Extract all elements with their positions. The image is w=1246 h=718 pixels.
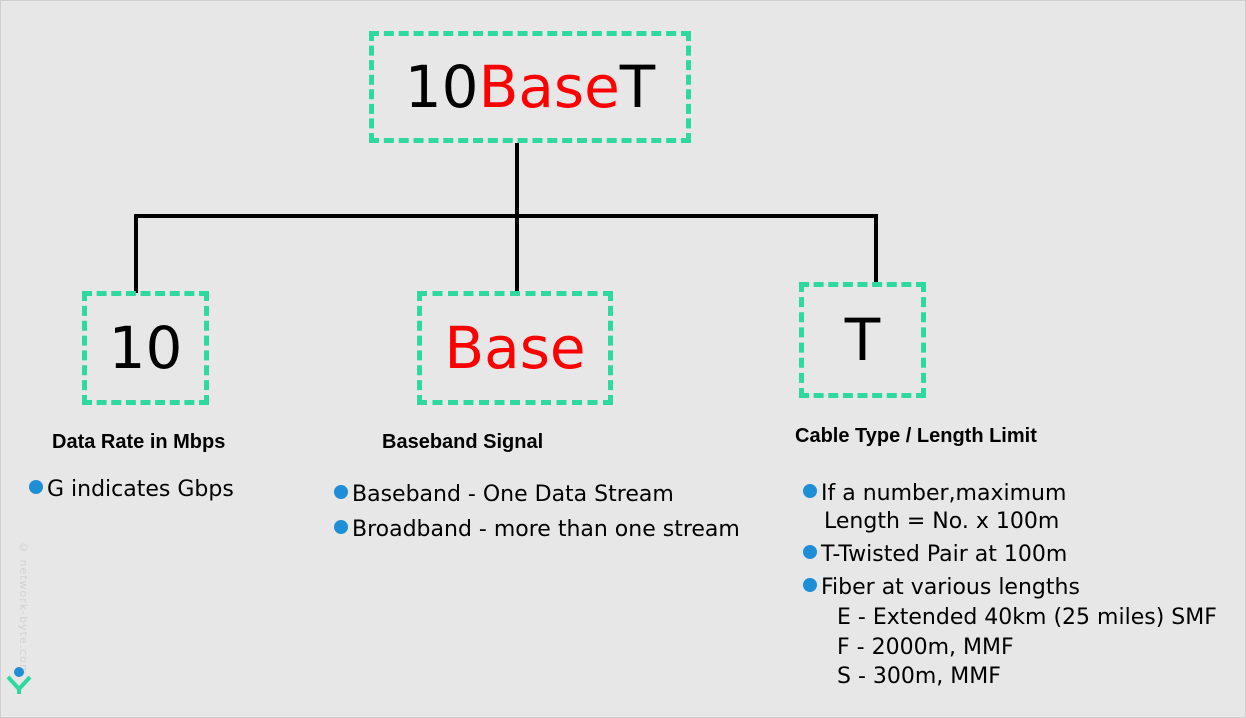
base-heading: Baseband Signal — [382, 431, 544, 453]
type-item-1-continuation: Length = No. x 100m — [824, 509, 1060, 534]
bullet-icon — [334, 485, 348, 499]
bullet-icon — [29, 480, 43, 494]
connector-horizontal — [134, 214, 878, 218]
type-heading: Cable Type / Length Limit — [795, 425, 1037, 447]
base-item-2: Broadband - more than one stream — [334, 519, 740, 541]
type-item-1-text: If a number,maximum — [821, 481, 1067, 506]
type-box: T — [799, 282, 926, 398]
watermark-text: © network-byte.com — [17, 541, 30, 676]
rate-heading: Data Rate in Mbps — [52, 431, 226, 453]
type-sub-item-1: E - Extended 40km (25 miles) SMF — [837, 605, 1217, 630]
bullet-icon — [803, 484, 817, 498]
base-item-1: Baseband - One Data Stream — [334, 484, 674, 506]
connector-trunk — [515, 143, 519, 216]
rate-box: 10 — [82, 291, 209, 405]
type-item-2-text: T-Twisted Pair at 100m — [821, 542, 1068, 567]
base-box-text: Base — [444, 314, 586, 382]
title-box: 10BaseT — [369, 31, 691, 143]
bullet-icon — [803, 578, 817, 592]
type-item-3-text: Fiber at various lengths — [821, 575, 1080, 600]
type-item-3: Fiber at various lengths — [803, 577, 1080, 599]
rate-box-text: 10 — [108, 314, 183, 382]
logo-icon — [6, 665, 32, 695]
type-sub-item-3: S - 300m, MMF — [837, 664, 1001, 689]
type-item-1: If a number,maximum — [803, 483, 1066, 505]
type-sub-item-2: F - 2000m, MMF — [837, 635, 1014, 660]
type-box-text: T — [844, 306, 881, 374]
connector-right — [874, 214, 878, 284]
base-item-1-text: Baseband - One Data Stream — [352, 482, 674, 507]
title-type: T — [619, 53, 656, 121]
bullet-icon — [803, 545, 817, 559]
title-text: 10BaseT — [405, 58, 655, 116]
base-item-2-text: Broadband - more than one stream — [352, 517, 740, 542]
type-item-2: T-Twisted Pair at 100m — [803, 544, 1067, 566]
base-box: Base — [417, 291, 613, 405]
connector-left — [134, 214, 138, 293]
rate-item-1: G indicates Gbps — [29, 479, 234, 501]
bullet-icon — [334, 520, 348, 534]
rate-item-1-text: G indicates Gbps — [47, 477, 234, 502]
connector-middle — [515, 214, 519, 293]
title-base: Base — [478, 53, 620, 121]
title-rate: 10 — [404, 53, 479, 121]
